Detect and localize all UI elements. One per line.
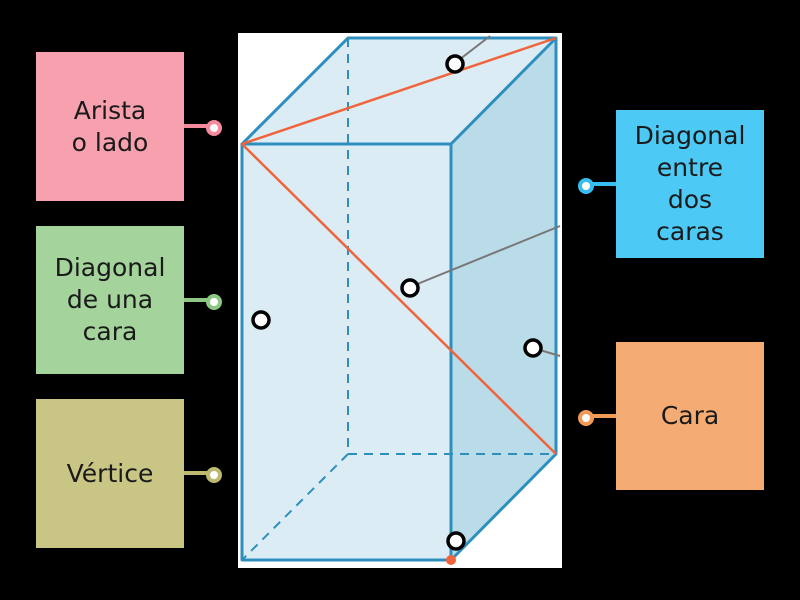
drop-target-front-face[interactable] [251, 310, 271, 330]
vertex-dot-bottom [446, 555, 456, 565]
label-pin-diagonal-de-una-cara[interactable] [206, 294, 222, 310]
prism-svg [240, 35, 561, 565]
label-text-diagonal-entre-dos-caras: Diagonal entre dos caras [634, 121, 746, 246]
prism-diagram [238, 33, 562, 568]
label-connector-cara [588, 414, 616, 418]
drop-target-side-face[interactable] [523, 338, 543, 358]
label-card-diagonal-de-una-cara[interactable]: Diagonal de una cara [36, 226, 184, 374]
label-pin-cara[interactable] [578, 410, 594, 426]
prism-hidden-edge-diagonal [241, 453, 349, 561]
label-pin-arista[interactable] [206, 120, 222, 136]
diagonal-top-face [241, 36, 557, 146]
label-text-arista: Arista o lado [71, 95, 149, 157]
diagonal-space [241, 143, 557, 455]
label-card-diagonal-entre-dos-caras[interactable]: Diagonal entre dos caras [616, 110, 764, 258]
drop-target-vertex[interactable] [446, 531, 466, 551]
label-connector-arista [184, 124, 212, 128]
prism-front-face [242, 144, 451, 560]
label-pin-vertice[interactable] [206, 467, 222, 483]
label-connector-vertice [184, 471, 212, 475]
label-text-diagonal-de-una-cara: Diagonal de una cara [54, 253, 166, 346]
label-connector-diagonal-entre-dos-caras [588, 182, 616, 186]
prism-edge-top-right [449, 36, 558, 146]
leader-line-interior [409, 225, 561, 288]
label-text-vertice: Vértice [66, 458, 154, 488]
drop-target-top-diagonal[interactable] [445, 54, 465, 74]
label-pin-diagonal-entre-dos-caras[interactable] [578, 178, 594, 194]
label-card-arista[interactable]: Arista o lado [36, 52, 184, 201]
label-card-vertice[interactable]: Vértice [36, 399, 184, 548]
drop-target-space-diagonal[interactable] [400, 278, 420, 298]
label-text-cara: Cara [660, 401, 720, 430]
label-card-cara[interactable]: Cara [616, 342, 764, 490]
label-connector-diagonal-de-una-cara [184, 298, 212, 302]
